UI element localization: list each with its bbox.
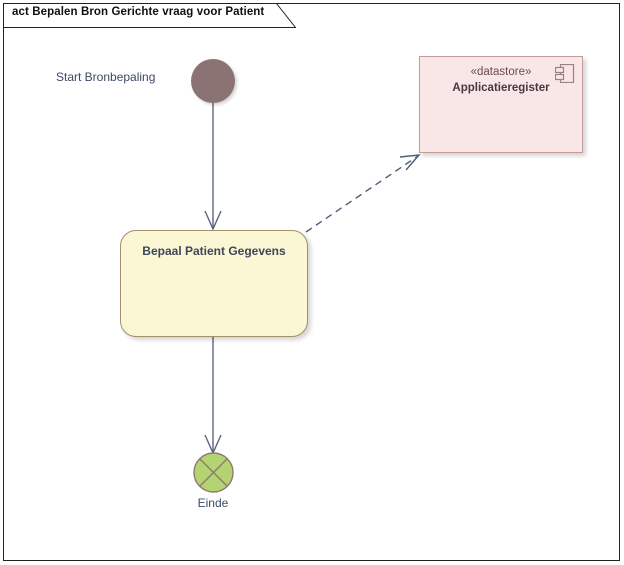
component-icon [555,64,575,83]
flow-final-node-label: Einde [197,496,229,510]
diagram-frame-tab: act Bepalen Bron Gerichte vraag voor Pat… [3,3,296,28]
flow-final-node[interactable] [193,452,234,493]
initial-node-label: Start Bronbepaling [56,70,156,84]
diagram-title: act Bepalen Bron Gerichte vraag voor Pat… [12,6,265,18]
frame-tab-shape [3,3,296,28]
initial-node[interactable] [191,59,235,103]
datastore-node-applicatieregister[interactable]: «datastore» Applicatieregister [419,56,583,153]
activity-node-label: Bepaal Patient Gegevens [142,244,286,258]
datastore-name-label: Applicatieregister [452,82,550,94]
diagram-frame-border [3,3,620,561]
datastore-stereotype-label: «datastore» [470,66,532,78]
activity-node-bepaal-patient-gegevens[interactable]: Bepaal Patient Gegevens [120,230,308,337]
